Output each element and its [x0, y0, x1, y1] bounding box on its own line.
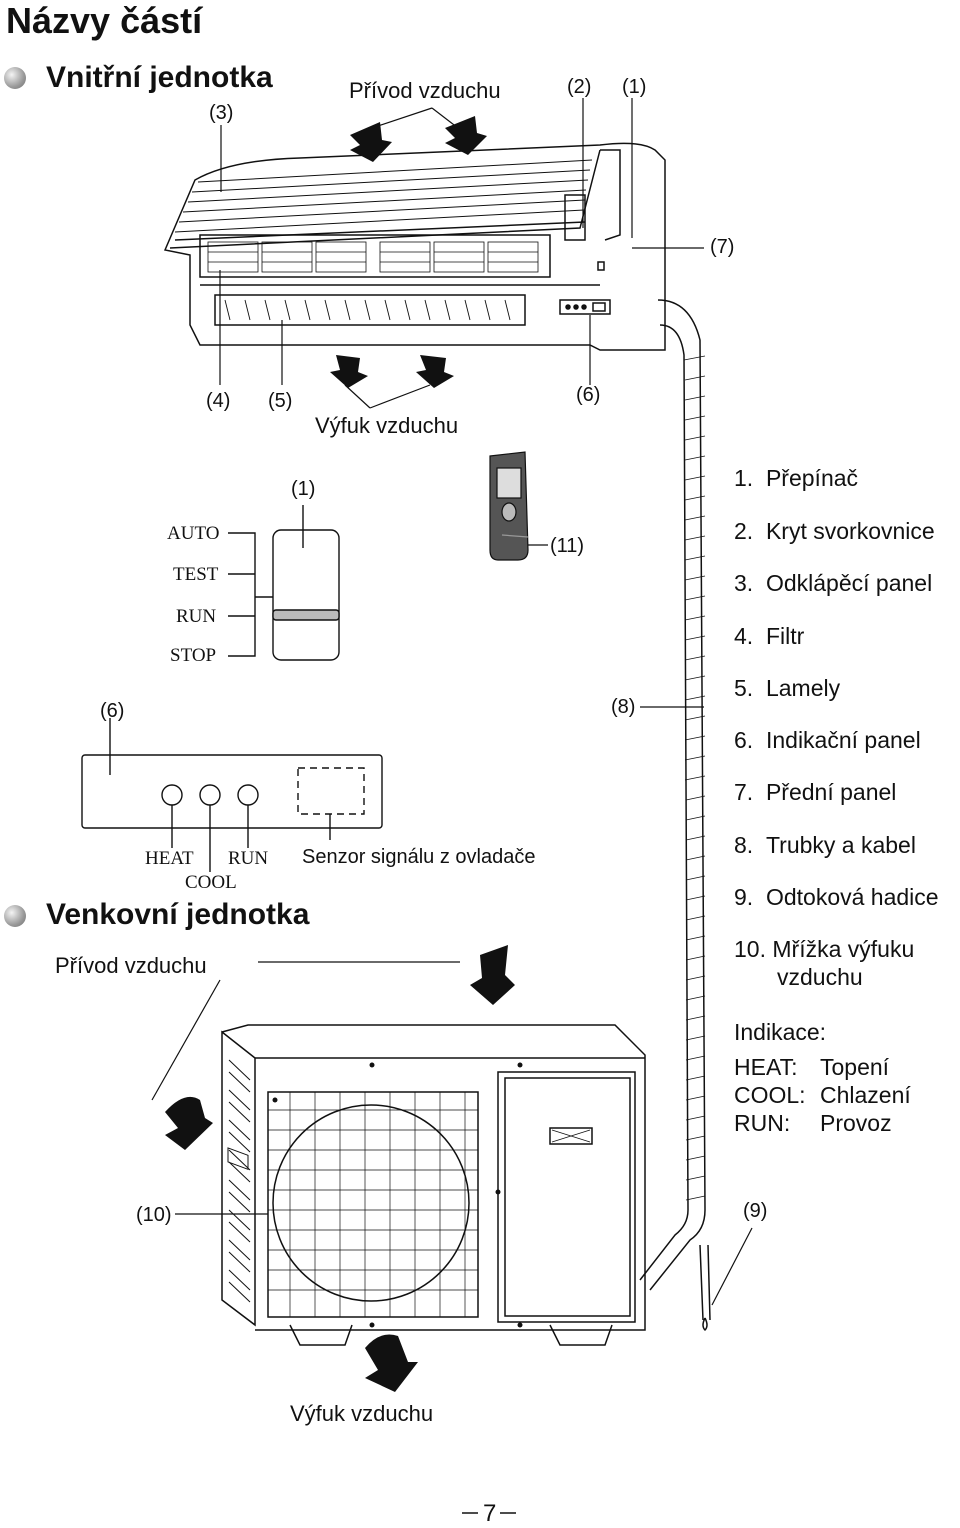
bullet-icon	[4, 905, 26, 927]
switch-pos-run: RUN	[176, 606, 217, 627]
outdoor-exhaust-arrow	[365, 1334, 418, 1392]
outdoor-heading: Venkovní jednotka	[46, 898, 310, 931]
indoor-unit-drawing	[163, 142, 666, 351]
indication-key: RUN:	[734, 1110, 791, 1136]
indication-key: COOL:	[734, 1082, 806, 1108]
outdoor-intake-arrows	[165, 945, 515, 1150]
indicator-heat: HEAT	[145, 848, 194, 869]
drain-leader	[711, 1227, 753, 1306]
callout-5: (5)	[268, 390, 293, 412]
list-item: 2. Kryt svorkovnice	[734, 518, 935, 544]
drain-callout: (9)	[743, 1200, 768, 1222]
air-intake-arrows	[350, 116, 487, 162]
outdoor-unit-drawing	[221, 1024, 646, 1346]
switch-pos-stop: STOP	[170, 645, 217, 666]
indicator-run: RUN	[228, 848, 269, 869]
air-exhaust-arrows	[330, 355, 454, 388]
grille-callout: (10)	[136, 1204, 172, 1226]
indoor-air-intake-label: Přívod vzduchu	[349, 78, 501, 103]
list-item-continuation: vzduchu	[777, 964, 863, 990]
indoor-heading: Vnitřní jednotka	[46, 61, 273, 94]
list-item: 7. Přední panel	[734, 779, 897, 805]
list-item: 8. Trubky a kabel	[734, 832, 916, 858]
remote-drawing	[489, 451, 548, 561]
indication-key: HEAT:	[734, 1054, 798, 1080]
list-item: 4. Filtr	[734, 623, 805, 649]
piping-hose	[639, 299, 711, 1332]
panel-callout: (6)	[100, 700, 125, 722]
indications-heading: Indikace:	[734, 1019, 827, 1045]
indicator-panel-drawing	[81, 718, 383, 872]
list-item: 1. Přepínač	[734, 465, 859, 491]
indoor-air-exhaust-label: Výfuk vzduchu	[315, 413, 459, 438]
switch-callout: (1)	[291, 478, 316, 500]
outdoor-screws	[272, 1062, 523, 1328]
switch-drawing	[228, 505, 340, 661]
intake-leader-2	[151, 979, 221, 1101]
list-item: 9. Odtoková hadice	[734, 884, 939, 910]
indication-value: Provoz	[820, 1110, 892, 1136]
callout-6: (6)	[576, 384, 601, 406]
callout-3: (3)	[209, 102, 234, 124]
callout-2: (2)	[567, 76, 592, 98]
remote-callout: (11)	[550, 535, 585, 557]
outdoor-air-intake-label: Přívod vzduchu	[55, 953, 207, 978]
callout-1: (1)	[622, 76, 647, 98]
page-title: Názvy částí	[6, 0, 203, 41]
indoor-leader-lines	[219, 98, 704, 409]
callout-7: (7)	[710, 236, 735, 258]
indication-value: Topení	[820, 1054, 890, 1080]
list-item: 5. Lamely	[734, 675, 841, 701]
sensor-label: Senzor signálu z ovladače	[302, 846, 536, 868]
pipe-callout: (8)	[611, 696, 636, 718]
list-item: 10. Mřížka výfuku	[734, 936, 915, 962]
outdoor-air-exhaust-label: Výfuk vzduchu	[290, 1401, 434, 1426]
list-item: 3. Odklápěcí panel	[734, 570, 933, 596]
indicator-cool: COOL	[185, 872, 237, 893]
indication-value: Chlazení	[820, 1082, 911, 1108]
bullet-icon	[4, 67, 26, 89]
callout-4: (4)	[206, 390, 231, 412]
page-number: 7	[483, 1500, 497, 1527]
list-item: 6. Indikační panel	[734, 727, 921, 753]
switch-pos-test: TEST	[173, 564, 219, 585]
switch-pos-auto: AUTO	[167, 523, 220, 544]
